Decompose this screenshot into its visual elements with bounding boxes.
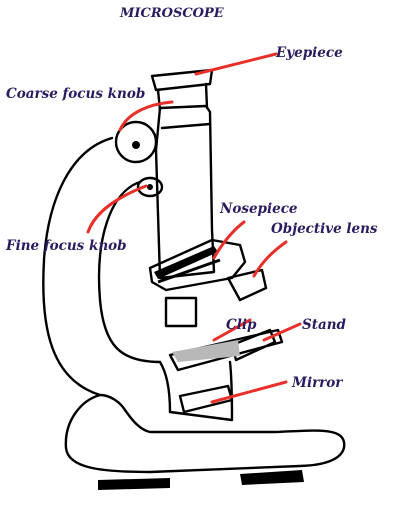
- leader-clip: [212, 318, 252, 342]
- leader-coarse: [118, 100, 174, 132]
- leader-fine: [86, 184, 148, 234]
- stage-pillar-2: [228, 360, 234, 422]
- label-fine-focus-knob: Fine focus knob: [6, 238, 127, 254]
- base: [64, 393, 346, 474]
- fine-knob: [136, 176, 164, 198]
- leader-mirror: [210, 380, 288, 404]
- diagram-title: MICROSCOPE: [120, 6, 224, 21]
- leader-objective: [252, 240, 288, 278]
- base-foot-left: [98, 478, 170, 490]
- label-clip: Clip: [226, 317, 257, 333]
- leader-nosepiece: [212, 220, 246, 260]
- objective-1: [164, 296, 198, 328]
- leader-eyepiece: [194, 52, 278, 76]
- label-eyepiece: Eyepiece: [276, 45, 343, 61]
- fine-knob-center: [147, 184, 153, 190]
- clip-shading: [172, 340, 240, 362]
- label-objective-lens: Objective lens: [271, 221, 378, 237]
- mirror: [178, 384, 234, 414]
- label-mirror: Mirror: [292, 375, 343, 391]
- arm: [42, 136, 114, 397]
- objective-2: [226, 268, 268, 302]
- coarse-knob-center: [132, 141, 140, 149]
- stage-pillar: [158, 360, 172, 414]
- label-stand: Stand: [302, 317, 346, 333]
- label-coarse-focus-knob: Coarse focus knob: [6, 86, 146, 102]
- leader-stand: [262, 322, 302, 342]
- coarse-knob: [114, 120, 158, 164]
- base-foot-right: [240, 470, 304, 485]
- eyepiece: [150, 68, 214, 92]
- nosepiece-band: [154, 246, 218, 279]
- nosepiece-outline: [148, 238, 247, 292]
- label-nosepiece: Nosepiece: [220, 201, 298, 217]
- stage-platform: [168, 328, 284, 372]
